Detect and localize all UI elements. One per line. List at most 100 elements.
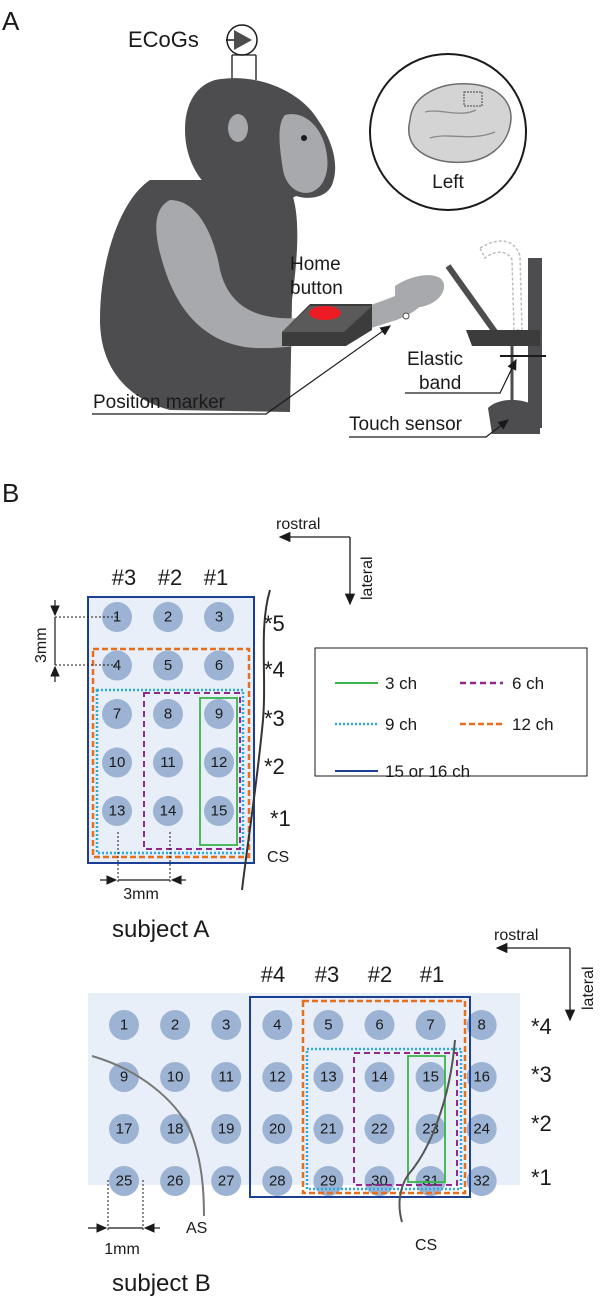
a-electrode-label-15: 15 [211, 803, 228, 820]
b-electrode-label-10: 10 [167, 1069, 184, 1086]
b-electrode-label-7: 7 [426, 1017, 434, 1034]
b-row-4: *4 [531, 1014, 552, 1039]
b-electrode-16 [466, 1062, 497, 1092]
position-marker-label: Position marker [93, 392, 226, 413]
position-marker-dot [402, 312, 410, 320]
legend: 3 ch 6 ch 9 ch 12 ch 15 or 16 ch [314, 647, 588, 781]
b-electrode-13 [313, 1062, 344, 1092]
a-col-3: #1 [204, 565, 228, 590]
a-electrode-3 [204, 602, 234, 632]
b-electrode-label-4: 4 [273, 1017, 281, 1034]
b-electrode-11 [211, 1062, 242, 1092]
b-electrode-label-15: 15 [422, 1069, 439, 1086]
b-col-2: #2 [368, 962, 392, 987]
a-electrode-label-12: 12 [211, 754, 228, 771]
legend-3ch-label: 3 ch [385, 674, 417, 693]
b-electrode-21 [313, 1114, 344, 1144]
elastic-band-label-2: band [419, 373, 461, 394]
b-electrode-1 [109, 1010, 139, 1040]
b-electrode-label-6: 6 [375, 1017, 383, 1034]
legend-16ch-label: 15 or 16 ch [385, 762, 470, 781]
b-electrode-label-29: 29 [320, 1173, 337, 1190]
a-electrode-9 [204, 699, 234, 729]
b-outline-3ch [407, 1055, 446, 1183]
a-scale-v-label: 3mm [33, 627, 50, 663]
b-electrode-6 [364, 1010, 395, 1040]
b-electrode-label-24: 24 [473, 1121, 490, 1138]
b-outline-9ch [305, 1047, 463, 1191]
b-electrode-18 [160, 1114, 191, 1144]
b-electrode-15 [415, 1062, 446, 1092]
rostral-label-a: rostral [276, 516, 320, 533]
a-outline-12ch [91, 647, 251, 859]
b-electrode-20 [262, 1114, 293, 1144]
a-row-5: *5 [264, 611, 285, 636]
a-electrode-5 [153, 650, 183, 681]
b-electrode-label-19: 19 [218, 1121, 235, 1138]
b-electrode-label-21: 21 [320, 1121, 337, 1138]
b-electrode-label-31: 31 [422, 1173, 439, 1190]
b-electrode-7 [415, 1010, 446, 1040]
b-electrode-4 [262, 1010, 293, 1040]
b-electrode-24 [466, 1114, 497, 1144]
a-electrode-label-10: 10 [109, 754, 126, 771]
b-electrode-label-5: 5 [324, 1017, 332, 1034]
a-col-1: #3 [112, 565, 136, 590]
b-electrode-19 [211, 1114, 242, 1144]
b-electrode-label-11: 11 [218, 1069, 234, 1086]
a-electrode-2 [153, 602, 183, 632]
b-as-label: AS [186, 1220, 207, 1237]
b-electrode-label-14: 14 [371, 1069, 388, 1086]
a-electrode-label-8: 8 [164, 706, 172, 723]
b-row-1: *1 [531, 1165, 552, 1190]
b-electrode-label-18: 18 [167, 1121, 184, 1138]
b-electrode-label-27: 27 [218, 1173, 235, 1190]
b-electrode-32 [466, 1166, 497, 1196]
b-arcuate-sulcus [91, 1055, 205, 1217]
monkey-illustration [100, 78, 445, 412]
brain-icon [408, 83, 512, 164]
a-electrode-label-7: 7 [113, 706, 121, 723]
a-electrode-11 [153, 747, 183, 778]
b-electrode-10 [160, 1062, 191, 1092]
a-electrode-label-13: 13 [109, 803, 126, 820]
ecog-label: ECoGs [128, 27, 199, 52]
b-electrode-25 [109, 1166, 139, 1196]
brain-label: Left [432, 172, 464, 193]
home-button-red [309, 306, 341, 320]
panel-b-label: B [2, 478, 19, 508]
b-electrode-label-13: 13 [320, 1069, 337, 1086]
a-electrode-label-14: 14 [160, 803, 177, 820]
ecog-amplifier: ECoGs [128, 24, 258, 80]
b-electrode-label-30: 30 [371, 1173, 388, 1190]
b-row-2: *2 [531, 1111, 552, 1136]
orientation-b: rostral lateral [494, 927, 597, 1022]
b-electrode-label-8: 8 [478, 1017, 486, 1034]
a-electrode-14 [153, 796, 183, 826]
a-electrode-7 [102, 699, 132, 729]
b-scale-h-label: 1mm [104, 1241, 140, 1258]
b-electrode-label-20: 20 [269, 1121, 286, 1138]
a-electrode-15 [204, 796, 234, 826]
a-electrode-13 [102, 796, 132, 826]
b-electrode-label-16: 16 [473, 1069, 490, 1086]
b-electrode-28 [262, 1166, 293, 1196]
b-electrode-26 [160, 1166, 191, 1196]
b-row-3: *3 [531, 1062, 552, 1087]
b-electrode-label-1: 1 [120, 1017, 128, 1034]
b-electrode-label-2: 2 [171, 1017, 179, 1034]
b-central-sulcus [398, 1039, 456, 1223]
a-cs-label: CS [267, 849, 289, 866]
b-electrode-label-9: 9 [120, 1069, 128, 1086]
b-electrode-3 [211, 1010, 242, 1040]
b-outline-16ch [249, 996, 471, 1198]
a-electrode-label-11: 11 [160, 754, 176, 771]
a-row-4: *4 [264, 657, 285, 682]
orientation-a: rostral lateral [276, 516, 376, 606]
a-outline-3ch [199, 697, 238, 846]
b-electrode-label-32: 32 [473, 1173, 490, 1190]
a-col-2: #2 [158, 565, 182, 590]
elastic-band-label-1: Elastic [407, 349, 463, 370]
